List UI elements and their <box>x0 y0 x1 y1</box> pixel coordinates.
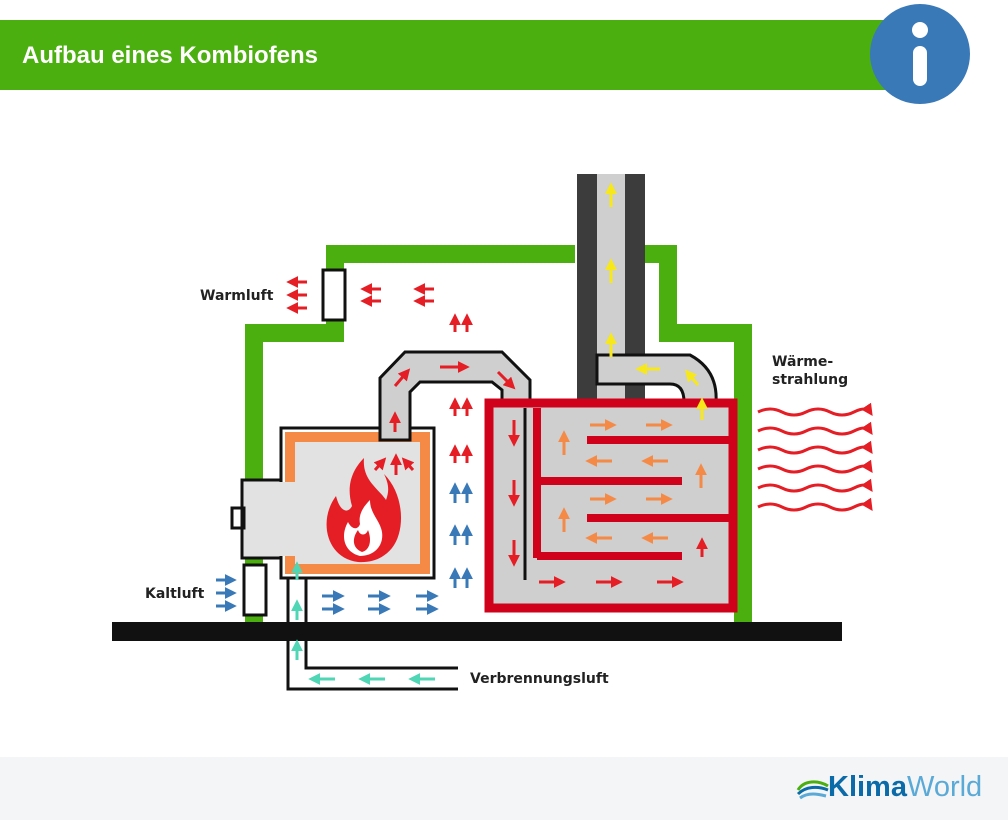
warm-air-arrows <box>286 276 473 463</box>
page-title: Aufbau eines Kombiofens <box>22 42 319 69</box>
floor <box>112 622 842 641</box>
waermestrahlung-label-line2: strahlung <box>772 372 848 388</box>
info-button[interactable] <box>870 4 970 104</box>
warmluft-label: Warmluft <box>200 288 274 304</box>
combustion-air-duct <box>286 560 458 691</box>
kombiofen-diagram: Warmluft Wärme- strahlung Kaltluft Verbr… <box>112 174 873 691</box>
heat-exchanger-arrows <box>558 419 707 544</box>
exhaust-arrows <box>605 182 708 420</box>
header-bar <box>0 20 900 90</box>
cold-air-arrows <box>216 482 473 615</box>
logo-text-world: World <box>906 771 983 803</box>
kaltluft-label: Kaltluft <box>145 586 205 602</box>
flue-gas-arrows <box>373 361 708 588</box>
combustion-air-arrows <box>291 561 435 685</box>
heat-exchanger <box>484 398 738 613</box>
logo-text-klima: Klima <box>828 771 907 803</box>
footer <box>0 757 1008 820</box>
klimaworld-logo[interactable]: KlimaWorld <box>828 771 982 804</box>
oven-housing <box>245 245 752 625</box>
radiant-heat-waves <box>757 402 873 512</box>
warmluft-vent <box>321 268 347 322</box>
kaltluft-vent <box>242 563 268 617</box>
flame-core <box>344 500 383 556</box>
klimaworld-logo-icon <box>796 780 829 800</box>
verbrennungsluft-label: Verbrennungsluft <box>470 671 609 687</box>
waermestrahlung-label-line1: Wärme- <box>772 354 833 370</box>
